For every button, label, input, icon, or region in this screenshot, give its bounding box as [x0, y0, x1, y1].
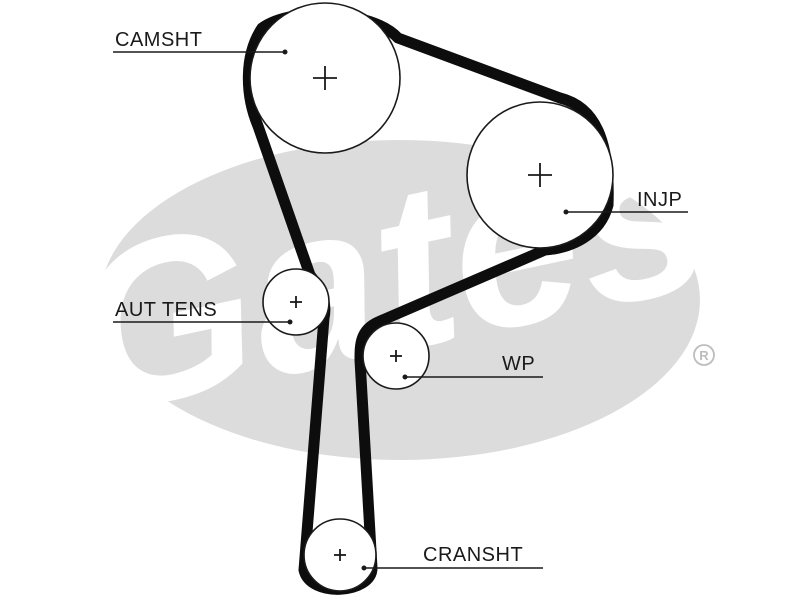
water-pump-pulley — [362, 322, 430, 390]
camshaft-leader — [113, 49, 288, 55]
crankshaft-pulley — [303, 518, 377, 592]
camshaft-pulley — [249, 2, 401, 154]
leader-dot — [402, 374, 408, 380]
camshaft-label: CAMSHT — [115, 29, 202, 51]
injection-pump-label: INJP — [637, 189, 682, 211]
auto-tensioner-pulley — [262, 268, 330, 336]
leader-dot — [282, 49, 288, 55]
crankshaft-leader — [361, 565, 543, 571]
leader-dot — [361, 565, 367, 571]
auto-tensioner-label: AUT TENS — [115, 299, 217, 321]
auto-tensioner-leader — [113, 319, 293, 325]
water-pump-leader — [402, 374, 543, 380]
leader-dot — [287, 319, 293, 325]
registered-mark-icon — [693, 344, 715, 366]
crankshaft-label: CRANSHT — [423, 544, 523, 566]
injection-pump-pulley — [466, 101, 614, 249]
water-pump-label: WP — [502, 353, 535, 375]
leader-dot — [563, 209, 569, 215]
gates-logo-watermark: Gates R — [50, 79, 729, 463]
injection-pump-leader — [563, 209, 688, 215]
registered-mark-letter: R — [699, 348, 709, 363]
